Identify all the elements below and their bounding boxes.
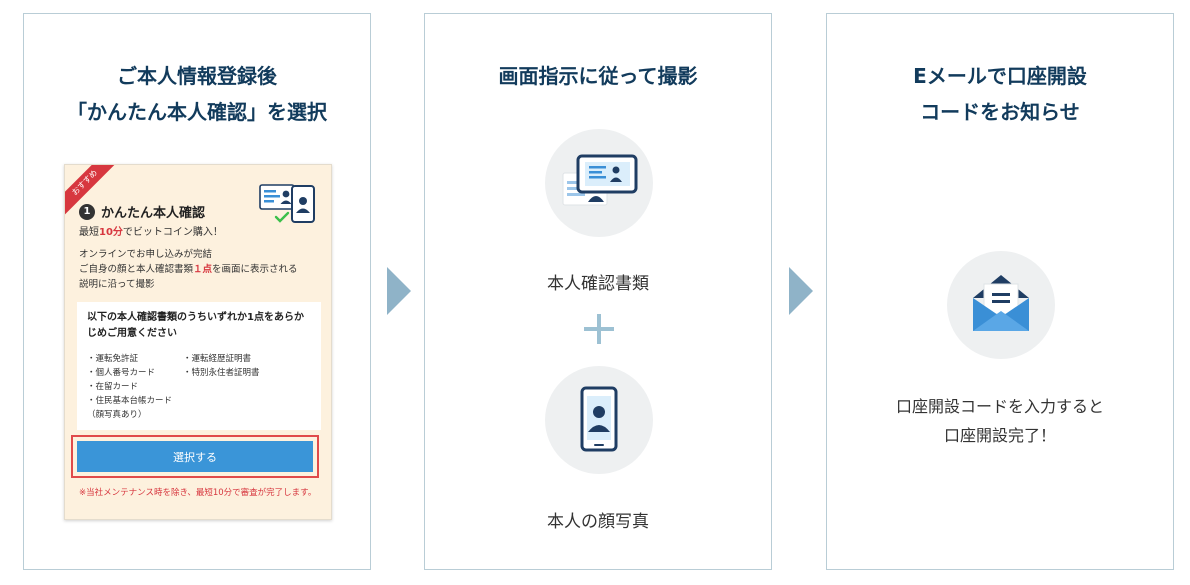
step-1-panel: ご本人情報登録後 「かんたん本人確認」を選択 おすすめ 1 かんたん本人確認 最… bbox=[23, 13, 371, 570]
desc-line-2-suffix: を画面に表示される bbox=[212, 264, 298, 275]
card-heading: 1 かんたん本人確認 bbox=[79, 202, 205, 221]
list-item: ・住民基本台帳カード bbox=[87, 396, 173, 406]
step-3-title-line-1: Eメールで口座開設 bbox=[913, 64, 1087, 88]
sub-prefix: 最短 bbox=[79, 227, 99, 238]
step-1-title-line-1: ご本人情報登録後 bbox=[117, 64, 277, 88]
required-documents-box: 以下の本人確認書類のうちいずれか1点をあらかじめご用意ください ・運転免許証 ・… bbox=[77, 302, 321, 430]
documents-list-right: ・運転経歴証明書 ・特別永住者証明書 bbox=[183, 352, 260, 380]
document-photo-circle bbox=[545, 129, 653, 237]
face-photo-circle bbox=[545, 366, 653, 474]
step-3-panel: Eメールで口座開設 コードをお知らせ 口座開設コードを入力すると 口座開設完了！ bbox=[826, 13, 1174, 570]
list-item: ・運転経歴証明書 bbox=[183, 354, 252, 364]
documents-list-left: ・運転免許証 ・個人番号カード ・在留カード ・住民基本台帳カード （顔写真あり… bbox=[87, 352, 172, 422]
list-item: （顔写真あり） bbox=[87, 410, 147, 420]
chevron-right-icon bbox=[387, 267, 411, 315]
select-button-highlight: 選択する bbox=[71, 435, 319, 478]
chevron-right-icon bbox=[789, 267, 813, 315]
step-2-panel: 画面指示に従って撮影 本人確認書類 本人の顔写真 bbox=[424, 13, 772, 570]
card-subtitle: 最短10分でビットコイン購入！ bbox=[79, 223, 223, 238]
desc-line-2-prefix: ご自身の顔と本人確認書類 bbox=[79, 264, 194, 275]
smartphone-face-icon bbox=[580, 386, 618, 452]
card-title: かんたん本人確認 bbox=[101, 206, 206, 221]
maintenance-note: ※当社メンテナンス時を除き、最短10分で審査が完了します。 bbox=[79, 488, 317, 498]
sub-suffix: でビットコイン購入！ bbox=[122, 227, 223, 238]
face-caption: 本人の顔写真 bbox=[547, 512, 649, 532]
mail-circle bbox=[947, 251, 1055, 359]
card-description: オンラインでお申し込みが完結 ご自身の顔と本人確認書類１点を画面に表示される 説… bbox=[79, 247, 324, 292]
select-button[interactable]: 選択する bbox=[77, 441, 313, 472]
completion-message: 口座開設コードを入力すると 口座開設完了！ bbox=[827, 392, 1173, 450]
documents-box-title: 以下の本人確認書類のうちいずれか1点をあらかじめご用意ください bbox=[87, 312, 304, 339]
document-photo-icon bbox=[562, 154, 638, 206]
list-item: ・個人番号カード bbox=[87, 368, 156, 378]
document-caption: 本人確認書類 bbox=[547, 274, 649, 294]
plus-icon bbox=[584, 314, 614, 344]
desc-line-1: オンラインでお申し込みが完結 bbox=[79, 249, 213, 260]
completion-line-1: 口座開設コードを入力すると bbox=[895, 397, 1104, 416]
mail-open-icon bbox=[973, 275, 1029, 331]
list-item: ・在留カード bbox=[87, 382, 139, 392]
step-1-title: ご本人情報登録後 「かんたん本人確認」を選択 bbox=[24, 58, 370, 130]
list-item: ・運転免許証 bbox=[87, 354, 139, 364]
sub-highlight: 10分 bbox=[99, 227, 123, 238]
step-number-badge: 1 bbox=[79, 203, 95, 220]
step-3-title-line-2: コードをお知らせ bbox=[920, 100, 1080, 124]
desc-line-2: ご自身の顔と本人確認書類１点を画面に表示される bbox=[79, 262, 324, 277]
id-card-phone-icon bbox=[259, 184, 315, 223]
list-item: ・特別永住者証明書 bbox=[183, 368, 260, 378]
desc-line-2-highlight: １点 bbox=[193, 264, 213, 275]
completion-line-2: 口座開設完了！ bbox=[943, 426, 1056, 445]
step-2-title: 画面指示に従って撮影 bbox=[498, 64, 698, 88]
step-1-title-line-2: 「かんたん本人確認」を選択 bbox=[67, 100, 327, 124]
desc-line-3: 説明に沿って撮影 bbox=[79, 279, 155, 290]
step-3-title: Eメールで口座開設 コードをお知らせ bbox=[827, 58, 1173, 130]
easy-verification-card: おすすめ 1 かんたん本人確認 最短10分でビットコイン購入！ オンラインでお申… bbox=[64, 164, 332, 520]
